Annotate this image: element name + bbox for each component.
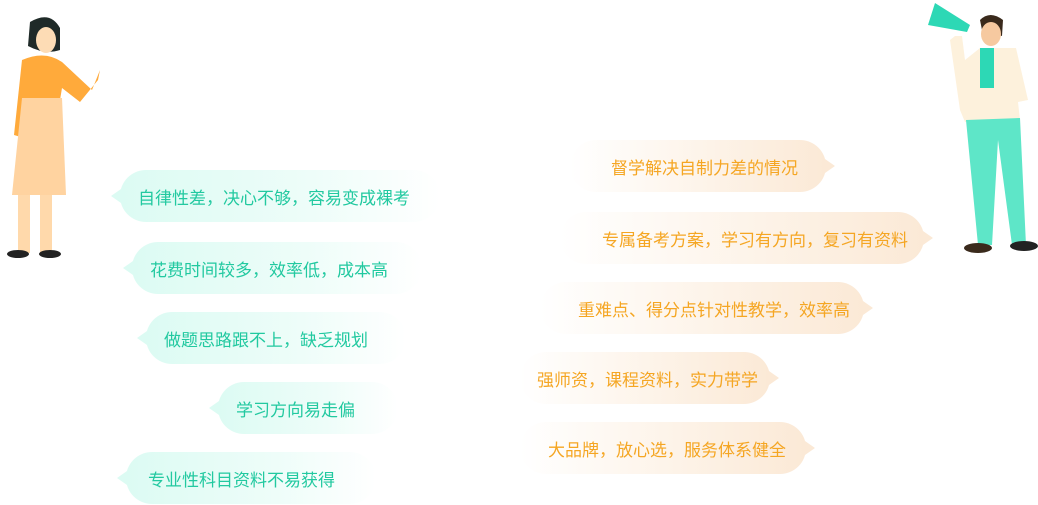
solution-bubble-3: 重难点、得分点针对性教学，效率高	[540, 282, 873, 334]
solution-text: 强师资，课程资料，实力带学	[537, 370, 758, 391]
problem-bubble-4: 学习方向易走偏	[209, 382, 398, 434]
woman-illustration	[7, 17, 100, 258]
problem-text: 学习方向易走偏	[236, 400, 355, 421]
solution-bubble-5: 大品牌，放心选，服务体系健全	[520, 422, 815, 474]
problem-text: 专业性科目资料不易获得	[148, 470, 335, 491]
man-with-megaphone-illustration	[928, 3, 1038, 253]
solution-text: 专属备考方案，学习有方向，复习有资料	[602, 230, 908, 251]
problem-bubble-3: 做题思路跟不上，缺乏规划	[137, 312, 406, 364]
problem-bubble-2: 花费时间较多，效率低，成本高	[123, 242, 422, 294]
problem-bubble-1: 自律性差，决心不够，容易变成裸考	[111, 170, 440, 222]
solution-bubble-2: 专属备考方案，学习有方向，复习有资料	[560, 212, 933, 264]
problem-bubble-5: 专业性科目资料不易获得	[117, 452, 376, 504]
solution-text: 督学解决自制力差的情况	[611, 158, 798, 179]
solution-bubble-1: 督学解决自制力差的情况	[570, 140, 835, 192]
solution-bubble-4: 强师资，课程资料，实力带学	[520, 352, 779, 404]
problem-text: 自律性差，决心不够，容易变成裸考	[138, 188, 410, 209]
problem-text: 做题思路跟不上，缺乏规划	[164, 330, 368, 351]
solution-text: 重难点、得分点针对性教学，效率高	[578, 300, 850, 321]
problem-text: 花费时间较多，效率低，成本高	[150, 260, 388, 281]
solution-text: 大品牌，放心选，服务体系健全	[548, 440, 786, 461]
